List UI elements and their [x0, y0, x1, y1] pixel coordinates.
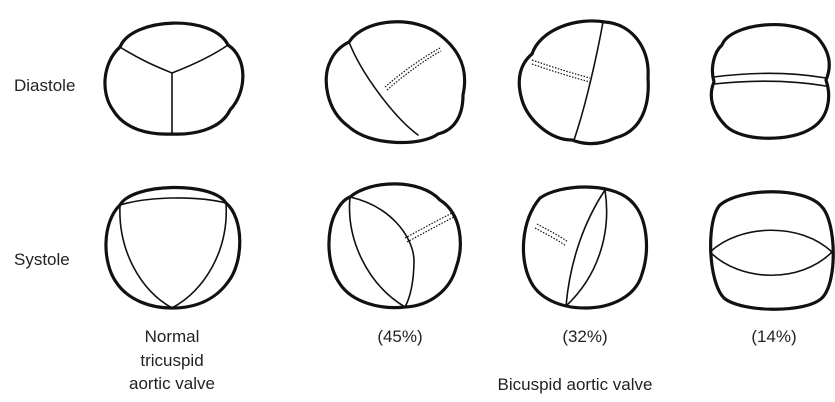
caption-normal-line3: aortic valve	[102, 374, 242, 394]
caption-normal-line1: Normal	[112, 327, 232, 347]
bicuspid-45-systole	[329, 184, 460, 308]
normal-tricuspid-diastole	[105, 23, 243, 134]
bicuspid-14-diastole	[711, 25, 829, 139]
row-label-diastole: Diastole	[14, 76, 75, 96]
caption-bicuspid-45: (45%)	[360, 327, 440, 347]
caption-bicuspid-14: (14%)	[734, 327, 814, 347]
bicuspid-32-diastole	[519, 21, 648, 144]
caption-normal-line2: tricuspid	[112, 351, 232, 371]
bicuspid-14-systole	[710, 192, 833, 310]
normal-tricuspid-systole	[106, 187, 240, 308]
caption-bicuspid-group: Bicuspid aortic valve	[470, 375, 680, 395]
row-label-systole: Systole	[14, 250, 70, 270]
bicuspid-32-systole	[523, 187, 646, 308]
caption-bicuspid-32: (32%)	[545, 327, 625, 347]
bicuspid-45-diastole	[326, 22, 464, 143]
